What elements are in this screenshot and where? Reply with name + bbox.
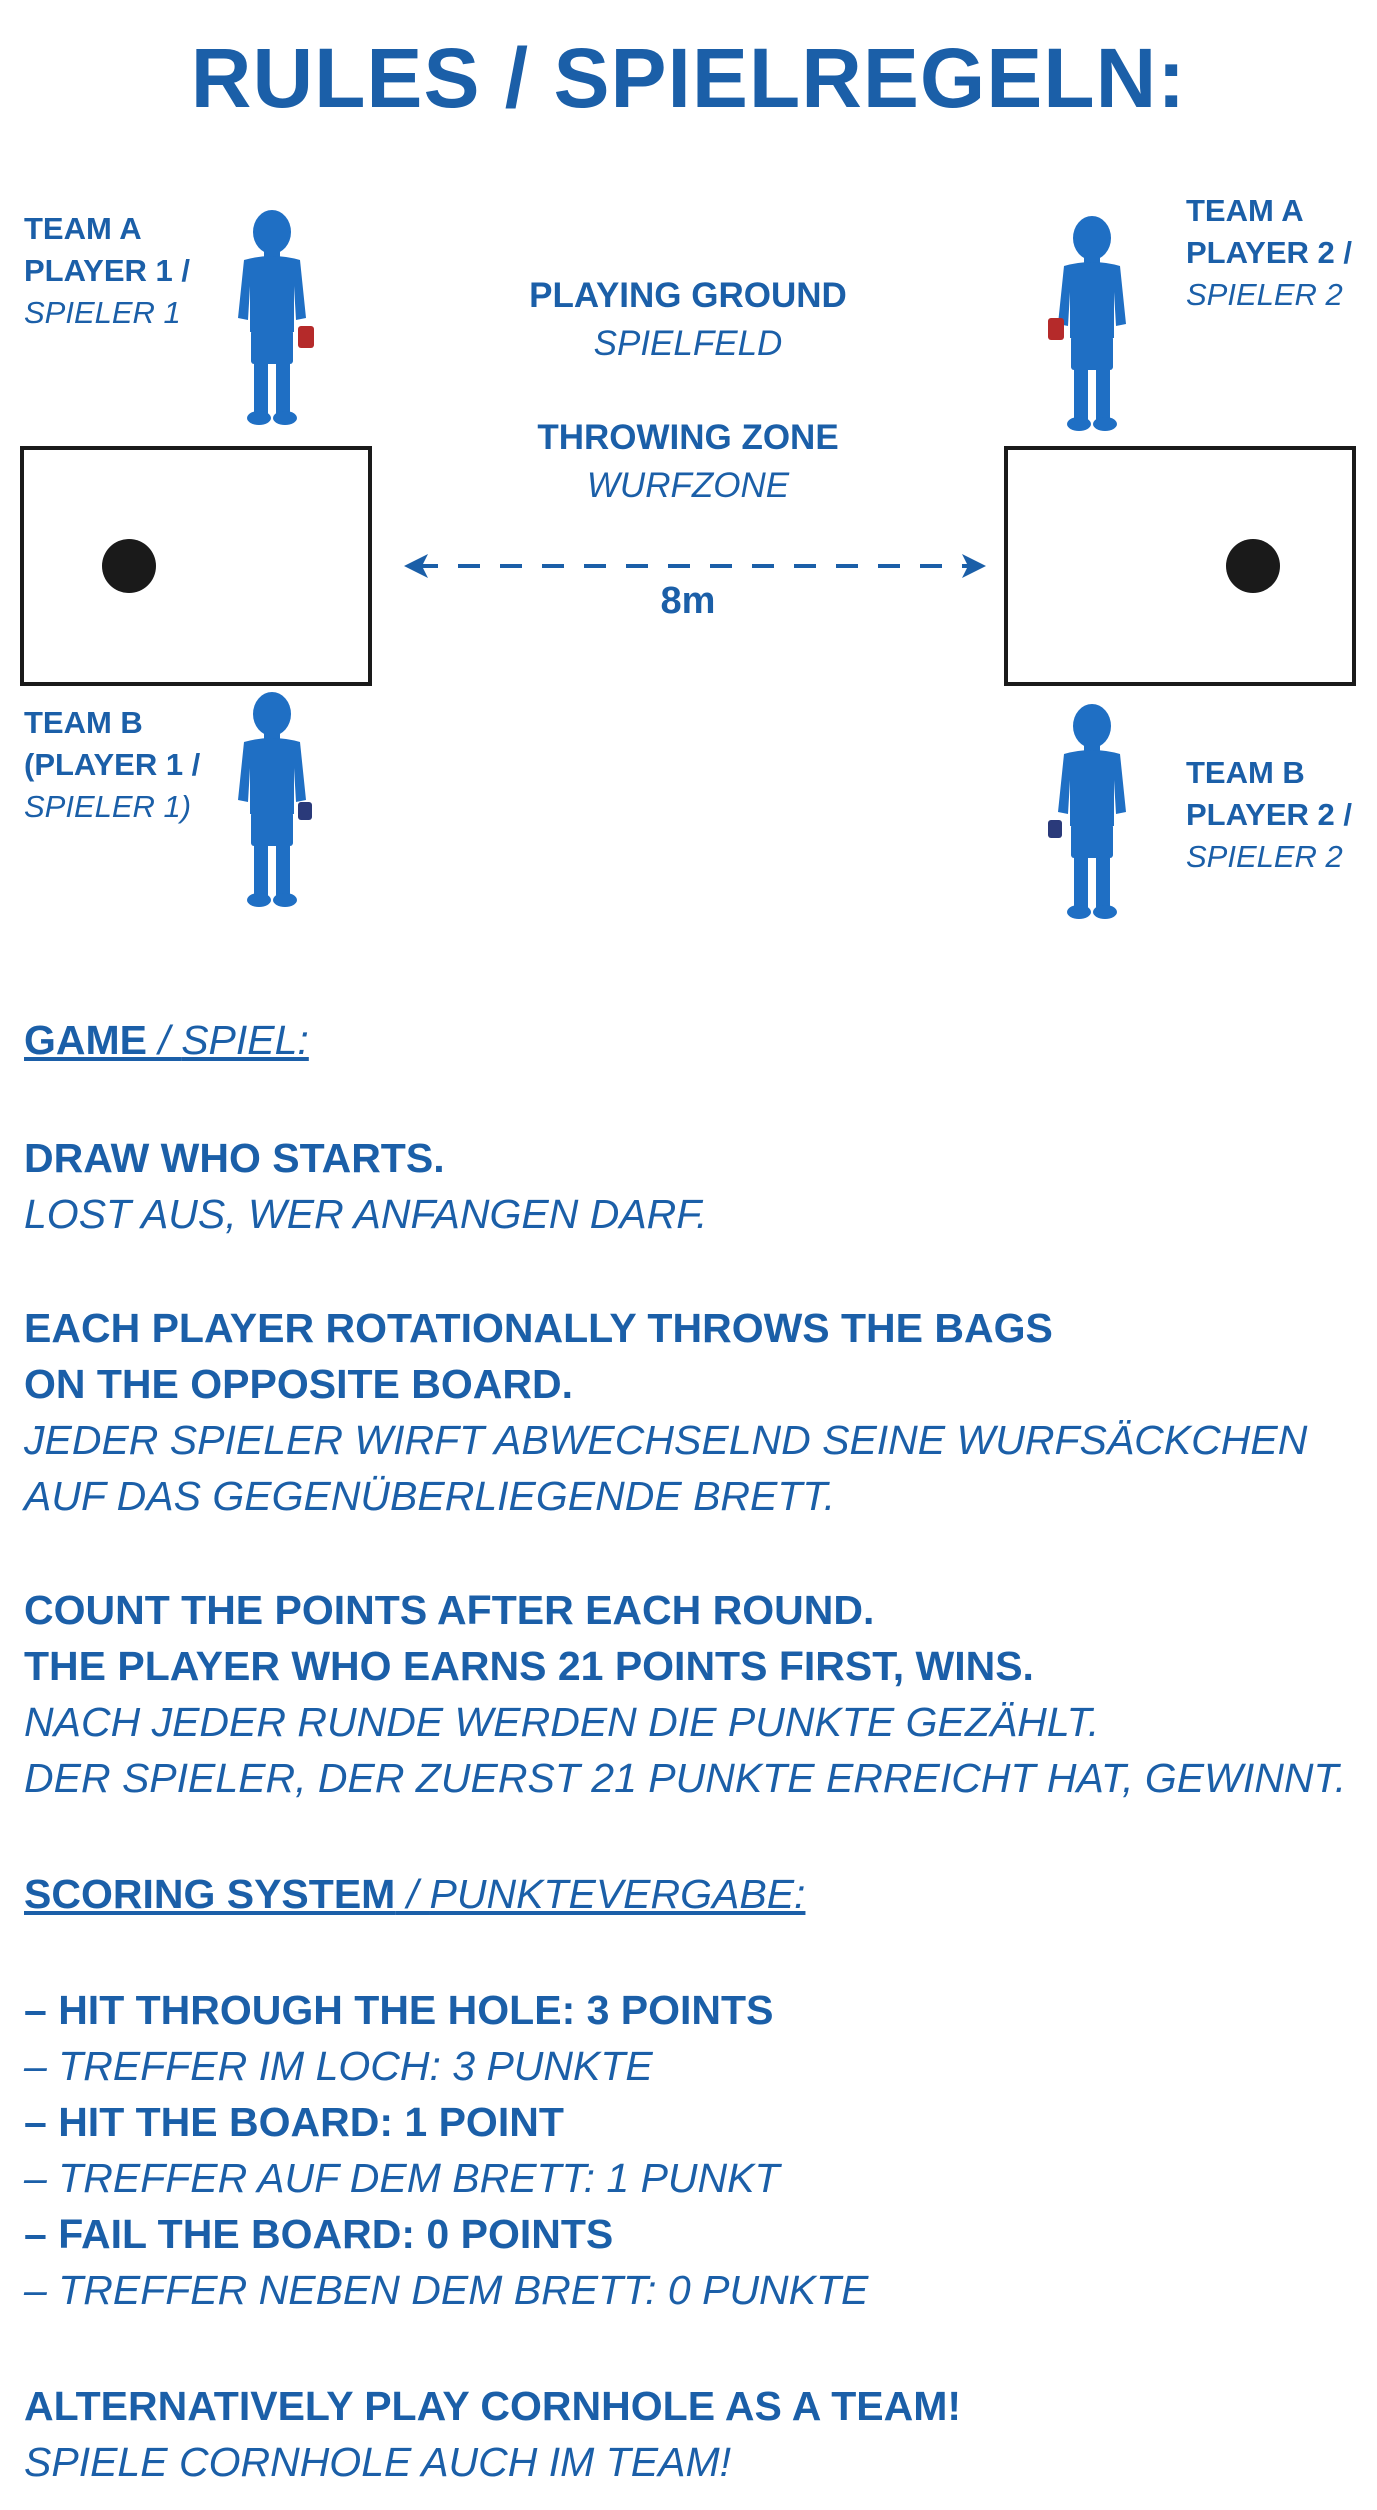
player-label: PLAYER 2 /: [1186, 797, 1352, 832]
spieler-label: SPIELER 2: [1186, 277, 1343, 312]
rule-draw-de: LOST AUS, WER ANFANGEN DARF.: [24, 1191, 708, 1237]
team-play-de: SPIELE CORNHOLE AUCH IM TEAM!: [24, 2439, 731, 2485]
team-b-player-2-label: TEAM B PLAYER 2 / SPIELER 2: [1186, 752, 1352, 878]
game-section: GAME / SPIEL: DRAW WHO STARTS. LOST AUS,…: [24, 1012, 1354, 1806]
throwing-zone-en: THROWING ZONE: [537, 418, 839, 457]
player-label: PLAYER 2 /: [1186, 235, 1352, 270]
team-a-player-2-label: TEAM A PLAYER 2 / SPIELER 2: [1186, 190, 1352, 316]
playing-ground-en: PLAYING GROUND: [529, 276, 847, 315]
score-hole-de: – TREFFER IM LOCH: 3 PUNKTE: [24, 2043, 653, 2089]
child-silhouette-icon: [1048, 704, 1126, 919]
throwing-zone-de: WURFZONE: [586, 466, 790, 505]
team-a-player-1-label: TEAM A PLAYER 1 / SPIELER 1: [24, 208, 190, 334]
child-silhouette-icon: [238, 210, 314, 425]
distance-label: 8m: [660, 580, 716, 622]
playing-ground-label: PLAYING GROUND SPIELFELD: [388, 272, 988, 368]
rule-throw-en-1: EACH PLAYER ROTATIONALLY THROWS THE BAGS: [24, 1305, 1053, 1351]
score-fail-de: – TREFFER NEBEN DEM BRETT: 0 PUNKTE: [24, 2267, 869, 2313]
scoring-heading: SCORING SYSTEM / PUNKTEVERGABE:: [24, 1871, 806, 1917]
team-label: TEAM B: [1186, 755, 1305, 790]
rule-throw-de-1: JEDER SPIELER WIRFT ABWECHSELND SEINE WU…: [24, 1417, 1308, 1463]
team-b-player-1-label: TEAM B (PLAYER 1 / SPIELER 1): [24, 702, 200, 828]
score-board-de: – TREFFER AUF DEM BRETT: 1 PUNKT: [24, 2155, 780, 2201]
rule-throw-en-2: ON THE OPPOSITE BOARD.: [24, 1361, 573, 1407]
team-label: TEAM A: [1186, 193, 1304, 228]
distance-arrow-icon: [404, 554, 986, 578]
rule-draw-en: DRAW WHO STARTS.: [24, 1135, 445, 1181]
score-hole-en: – HIT THROUGH THE HOLE: 3 POINTS: [24, 1987, 774, 2033]
rule-count-en-1: COUNT THE POINTS AFTER EACH ROUND.: [24, 1587, 875, 1633]
game-heading: GAME / SPIEL:: [24, 1017, 309, 1063]
team-section: ALTERNATIVELY PLAY CORNHOLE AS A TEAM! S…: [24, 2378, 1354, 2490]
rule-throw-de-2: AUF DAS GEGENÜBERLIEGENDE BRETT.: [24, 1473, 836, 1519]
throwing-zone-label: THROWING ZONE WURFZONE: [388, 414, 988, 510]
player-label: (PLAYER 1 /: [24, 747, 201, 782]
spieler-label: SPIELER 1: [24, 295, 181, 330]
score-board-en: – HIT THE BOARD: 1 POINT: [24, 2099, 564, 2145]
page-title: RULES / SPIELREGELN:: [190, 31, 1187, 125]
team-label: TEAM B: [24, 705, 143, 740]
team-play-en: ALTERNATIVELY PLAY CORNHOLE AS A TEAM!: [24, 2383, 962, 2429]
board-hole: [102, 539, 156, 593]
child-silhouette-icon: [1048, 216, 1126, 431]
rule-count-en-2: THE PLAYER WHO EARNS 21 POINTS FIRST, WI…: [24, 1643, 1034, 1689]
board-hole: [1226, 539, 1280, 593]
player-label: PLAYER 1 /: [24, 253, 190, 288]
scoring-section: SCORING SYSTEM / PUNKTEVERGABE: – HIT TH…: [24, 1866, 1354, 2318]
spieler-label: SPIELER 2: [1186, 839, 1343, 874]
score-fail-en: – FAIL THE BOARD: 0 POINTS: [24, 2211, 614, 2257]
rule-count-de-1: NACH JEDER RUNDE WERDEN DIE PUNKTE GEZÄH…: [24, 1699, 1100, 1745]
left-cornhole-board: [20, 446, 372, 686]
team-label: TEAM A: [24, 211, 142, 246]
child-silhouette-icon: [238, 692, 312, 907]
playing-ground-de: SPIELFELD: [593, 324, 783, 363]
rule-count-de-2: DER SPIELER, DER ZUERST 21 PUNKTE ERREIC…: [24, 1755, 1347, 1801]
spieler-label: SPIELER 1): [24, 789, 192, 824]
right-cornhole-board: [1004, 446, 1356, 686]
